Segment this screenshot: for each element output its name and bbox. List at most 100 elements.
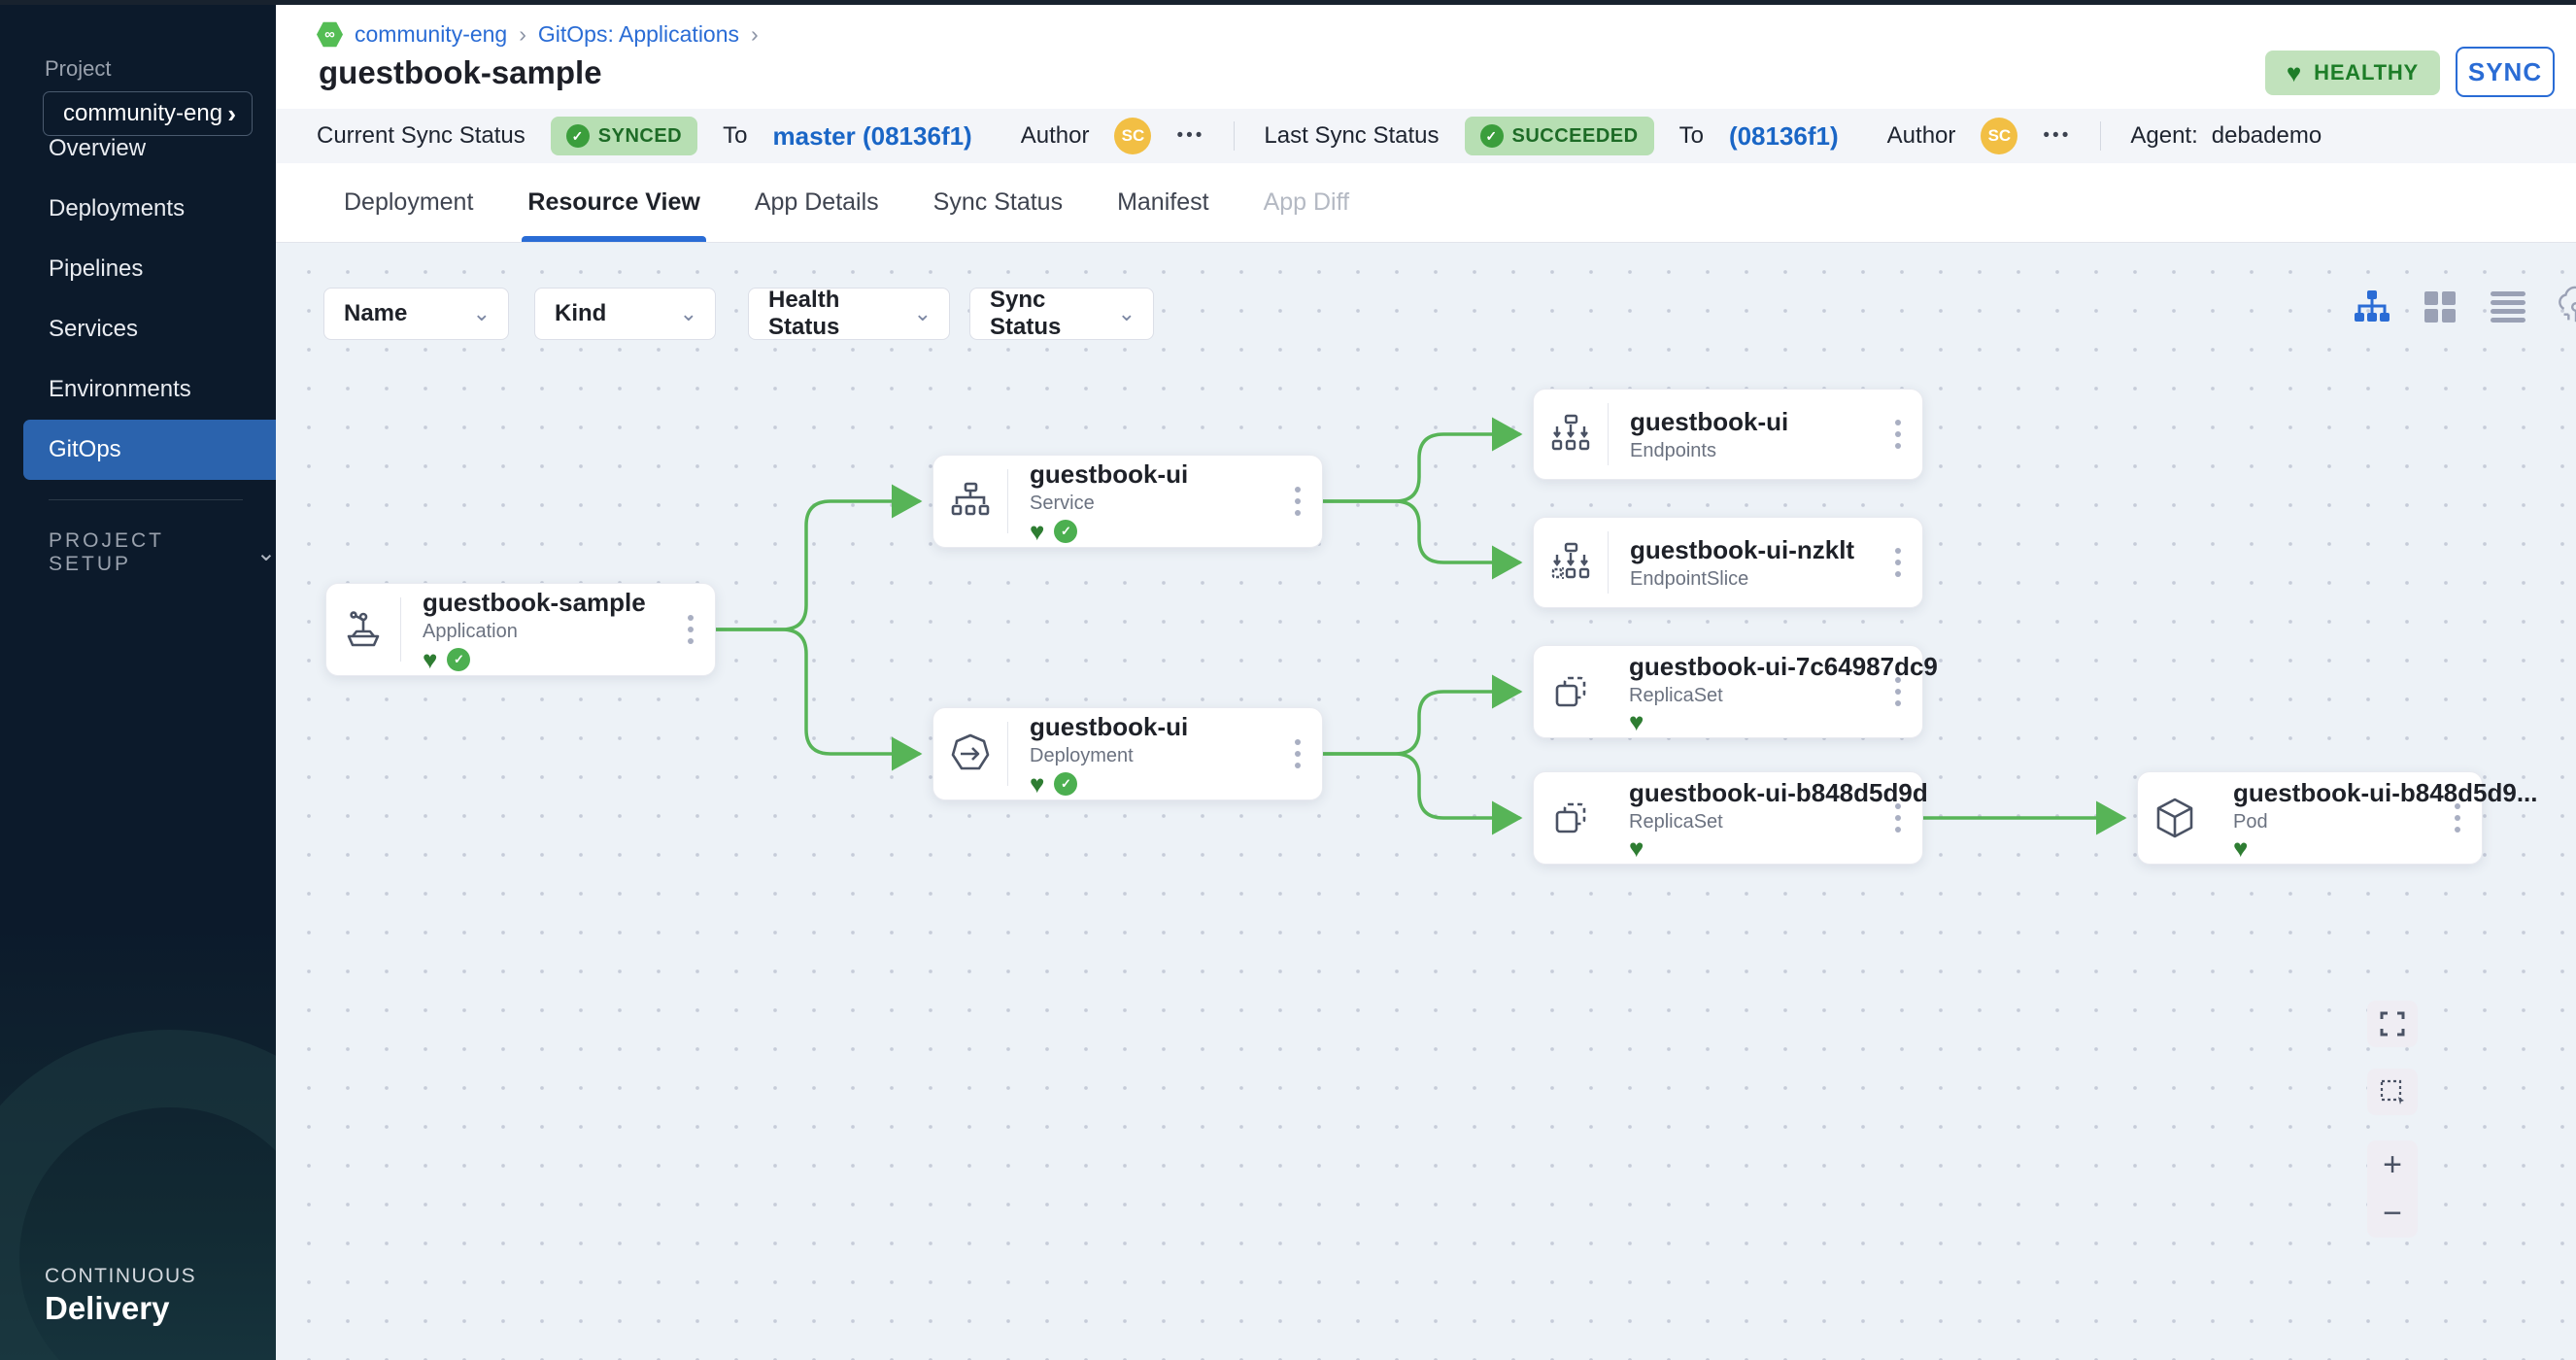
fullscreen-button[interactable] (2367, 1001, 2418, 1047)
node-menu-icon[interactable] (2449, 798, 2466, 838)
window-top-edge (0, 0, 2576, 5)
resource-tree-canvas[interactable]: Name ⌄ Kind ⌄ Health Status ⌄ Sync Statu… (276, 243, 2576, 1360)
health-badge-label: HEALTHY (2314, 60, 2419, 85)
view-toggles (2351, 286, 2576, 328)
breadcrumb-project-link[interactable]: community-eng (355, 21, 508, 47)
agent-value: debademo (2211, 122, 2322, 149)
main-area: ∞ community-eng › GitOps: Applications ›… (276, 0, 2576, 1360)
divider (1234, 121, 1236, 151)
breadcrumb-separator: › (751, 21, 759, 47)
sidebar-divider (49, 499, 243, 500)
node-endpoints-guestbook-ui[interactable]: guestbook-ui Endpoints (1533, 389, 1923, 480)
node-kind: ReplicaSet (1629, 810, 1723, 833)
chevron-down-icon: ⌄ (1117, 301, 1135, 325)
node-title: guestbook-ui-7c64987dc9 (1629, 651, 1938, 681)
cloud-network-view-icon[interactable] (2555, 286, 2576, 328)
chevron-right-icon: › (227, 99, 236, 128)
node-endpointslice-guestbook-ui-nzklt[interactable]: guestbook-ui-nzklt EndpointSlice (1533, 517, 1923, 608)
sidebar-item-deployments[interactable]: Deployments (49, 195, 186, 221)
node-menu-icon[interactable] (1889, 671, 1907, 712)
tab-bar: Deployment Resource View App Details Syn… (276, 163, 2576, 243)
node-title: guestbook-ui-b848d5d9d (1629, 777, 1928, 807)
filter-sync-status-label: Sync Status (990, 287, 1062, 340)
succeeded-badge-label: SUCCEEDED (1511, 124, 1639, 147)
node-replicaset-guestbook-ui-b848d5d9d[interactable]: guestbook-ui-b848d5d9d ReplicaSet ♥ (1533, 771, 1928, 865)
node-menu-icon[interactable] (1889, 542, 1907, 583)
node-service-guestbook-ui[interactable]: guestbook-ui Service ♥ ✓ (932, 455, 1323, 548)
author-avatar[interactable]: SC (1114, 118, 1152, 154)
node-title: guestbook-ui (1630, 406, 1789, 436)
tree-view-icon[interactable] (2351, 286, 2393, 328)
filter-kind-label: Kind (555, 300, 607, 326)
healthy-heart-icon: ♥ (1030, 768, 1045, 799)
grid-view-icon[interactable] (2419, 286, 2461, 328)
node-title: guestbook-sample (423, 588, 646, 617)
endpointslice-icon (1534, 518, 1608, 607)
filter-sync-status[interactable]: Sync Status ⌄ (969, 287, 1154, 340)
author-avatar[interactable]: SC (1981, 118, 2018, 154)
heart-icon: ♥ (2286, 58, 2303, 87)
marquee-select-button[interactable] (2367, 1069, 2418, 1115)
sidebar-item-environments[interactable]: Environments (49, 376, 191, 402)
tab-deployment[interactable]: Deployment (344, 188, 474, 216)
zoom-controls: + − (2367, 1140, 2418, 1238)
tab-manifest[interactable]: Manifest (1117, 188, 1209, 216)
node-kind: Deployment (1030, 745, 1134, 766)
author-label: Author (1886, 122, 1956, 149)
sync-status-bar: Current Sync Status ✓ SYNCED To master (… (276, 109, 2576, 163)
node-replicaset-guestbook-ui-7c64987dc9[interactable]: guestbook-ui-7c64987dc9 ReplicaSet ♥ (1533, 645, 1938, 738)
project-setup-label: PROJECT SETUP (49, 529, 164, 575)
tab-app-details[interactable]: App Details (754, 188, 879, 216)
node-menu-icon[interactable] (1889, 798, 1907, 838)
project-selector-value: community-eng (63, 100, 223, 126)
to-label: To (723, 122, 748, 149)
node-application-guestbook-sample[interactable]: guestbook-sample Application ♥ ✓ (325, 583, 716, 676)
project-selector[interactable]: community-eng › (43, 91, 253, 136)
more-commits-icon[interactable]: ••• (2043, 125, 2072, 146)
node-menu-icon[interactable] (1289, 481, 1306, 522)
sidebar: Project community-eng › Overview Deploym… (0, 0, 276, 1360)
node-menu-icon[interactable] (682, 609, 699, 650)
synced-check-icon: ✓ (1054, 772, 1078, 796)
sidebar-item-services[interactable]: Services (49, 316, 139, 342)
zoom-out-button[interactable]: − (2383, 1194, 2402, 1232)
filter-name[interactable]: Name ⌄ (323, 288, 509, 340)
check-circle-icon: ✓ (565, 124, 590, 148)
project-setup-toggle[interactable]: PROJECT SETUP ⌄ (49, 529, 276, 576)
filter-kind[interactable]: Kind ⌄ (534, 288, 716, 340)
last-target-revision-link[interactable]: (08136f1) (1728, 120, 1839, 151)
chevron-down-icon: ⌄ (679, 301, 697, 325)
replicaset-icon (1534, 772, 1608, 864)
sync-button[interactable]: SYNC (2456, 47, 2555, 97)
tab-resource-view[interactable]: Resource View (500, 163, 727, 242)
sidebar-nav: Overview Deployments Pipelines Services … (0, 119, 276, 480)
sidebar-item-overview[interactable]: Overview (49, 135, 147, 161)
pod-icon (2138, 772, 2212, 864)
agent-label: Agent: (2130, 122, 2198, 149)
filter-health-status[interactable]: Health Status ⌄ (748, 287, 950, 340)
tab-sync-status[interactable]: Sync Status (932, 188, 1064, 216)
healthy-heart-icon: ♥ (423, 644, 438, 674)
node-pod-guestbook-ui-b848d5d9[interactable]: guestbook-ui-b848d5d9... Pod ♥ (2137, 771, 2538, 865)
node-menu-icon[interactable] (1889, 414, 1907, 455)
node-kind: Endpoints (1630, 439, 1716, 461)
sidebar-item-gitops[interactable]: GitOps (23, 420, 276, 480)
more-commits-icon[interactable]: ••• (1176, 125, 1205, 146)
synced-badge: ✓ SYNCED (550, 117, 698, 155)
healthy-heart-icon: ♥ (1030, 516, 1045, 546)
sidebar-item-pipelines[interactable]: Pipelines (49, 255, 144, 282)
zoom-in-button[interactable]: + (2383, 1145, 2402, 1183)
node-deployment-guestbook-ui[interactable]: guestbook-ui Deployment ♥ ✓ (932, 707, 1323, 800)
node-kind: Application (423, 621, 518, 642)
node-menu-icon[interactable] (1289, 733, 1306, 774)
module-logo-bottom: Delivery (45, 1290, 170, 1326)
current-target-revision-link[interactable]: master (08136f1) (772, 120, 972, 151)
healthy-heart-icon: ♥ (2233, 833, 2249, 863)
breadcrumb-applications-link[interactable]: GitOps: Applications (537, 21, 740, 47)
to-label: To (1678, 122, 1704, 149)
list-view-icon[interactable] (2487, 286, 2529, 328)
module-logo: CONTINUOUS Delivery (45, 1265, 196, 1327)
filter-name-label: Name (344, 300, 408, 326)
node-kind: Service (1030, 493, 1095, 514)
